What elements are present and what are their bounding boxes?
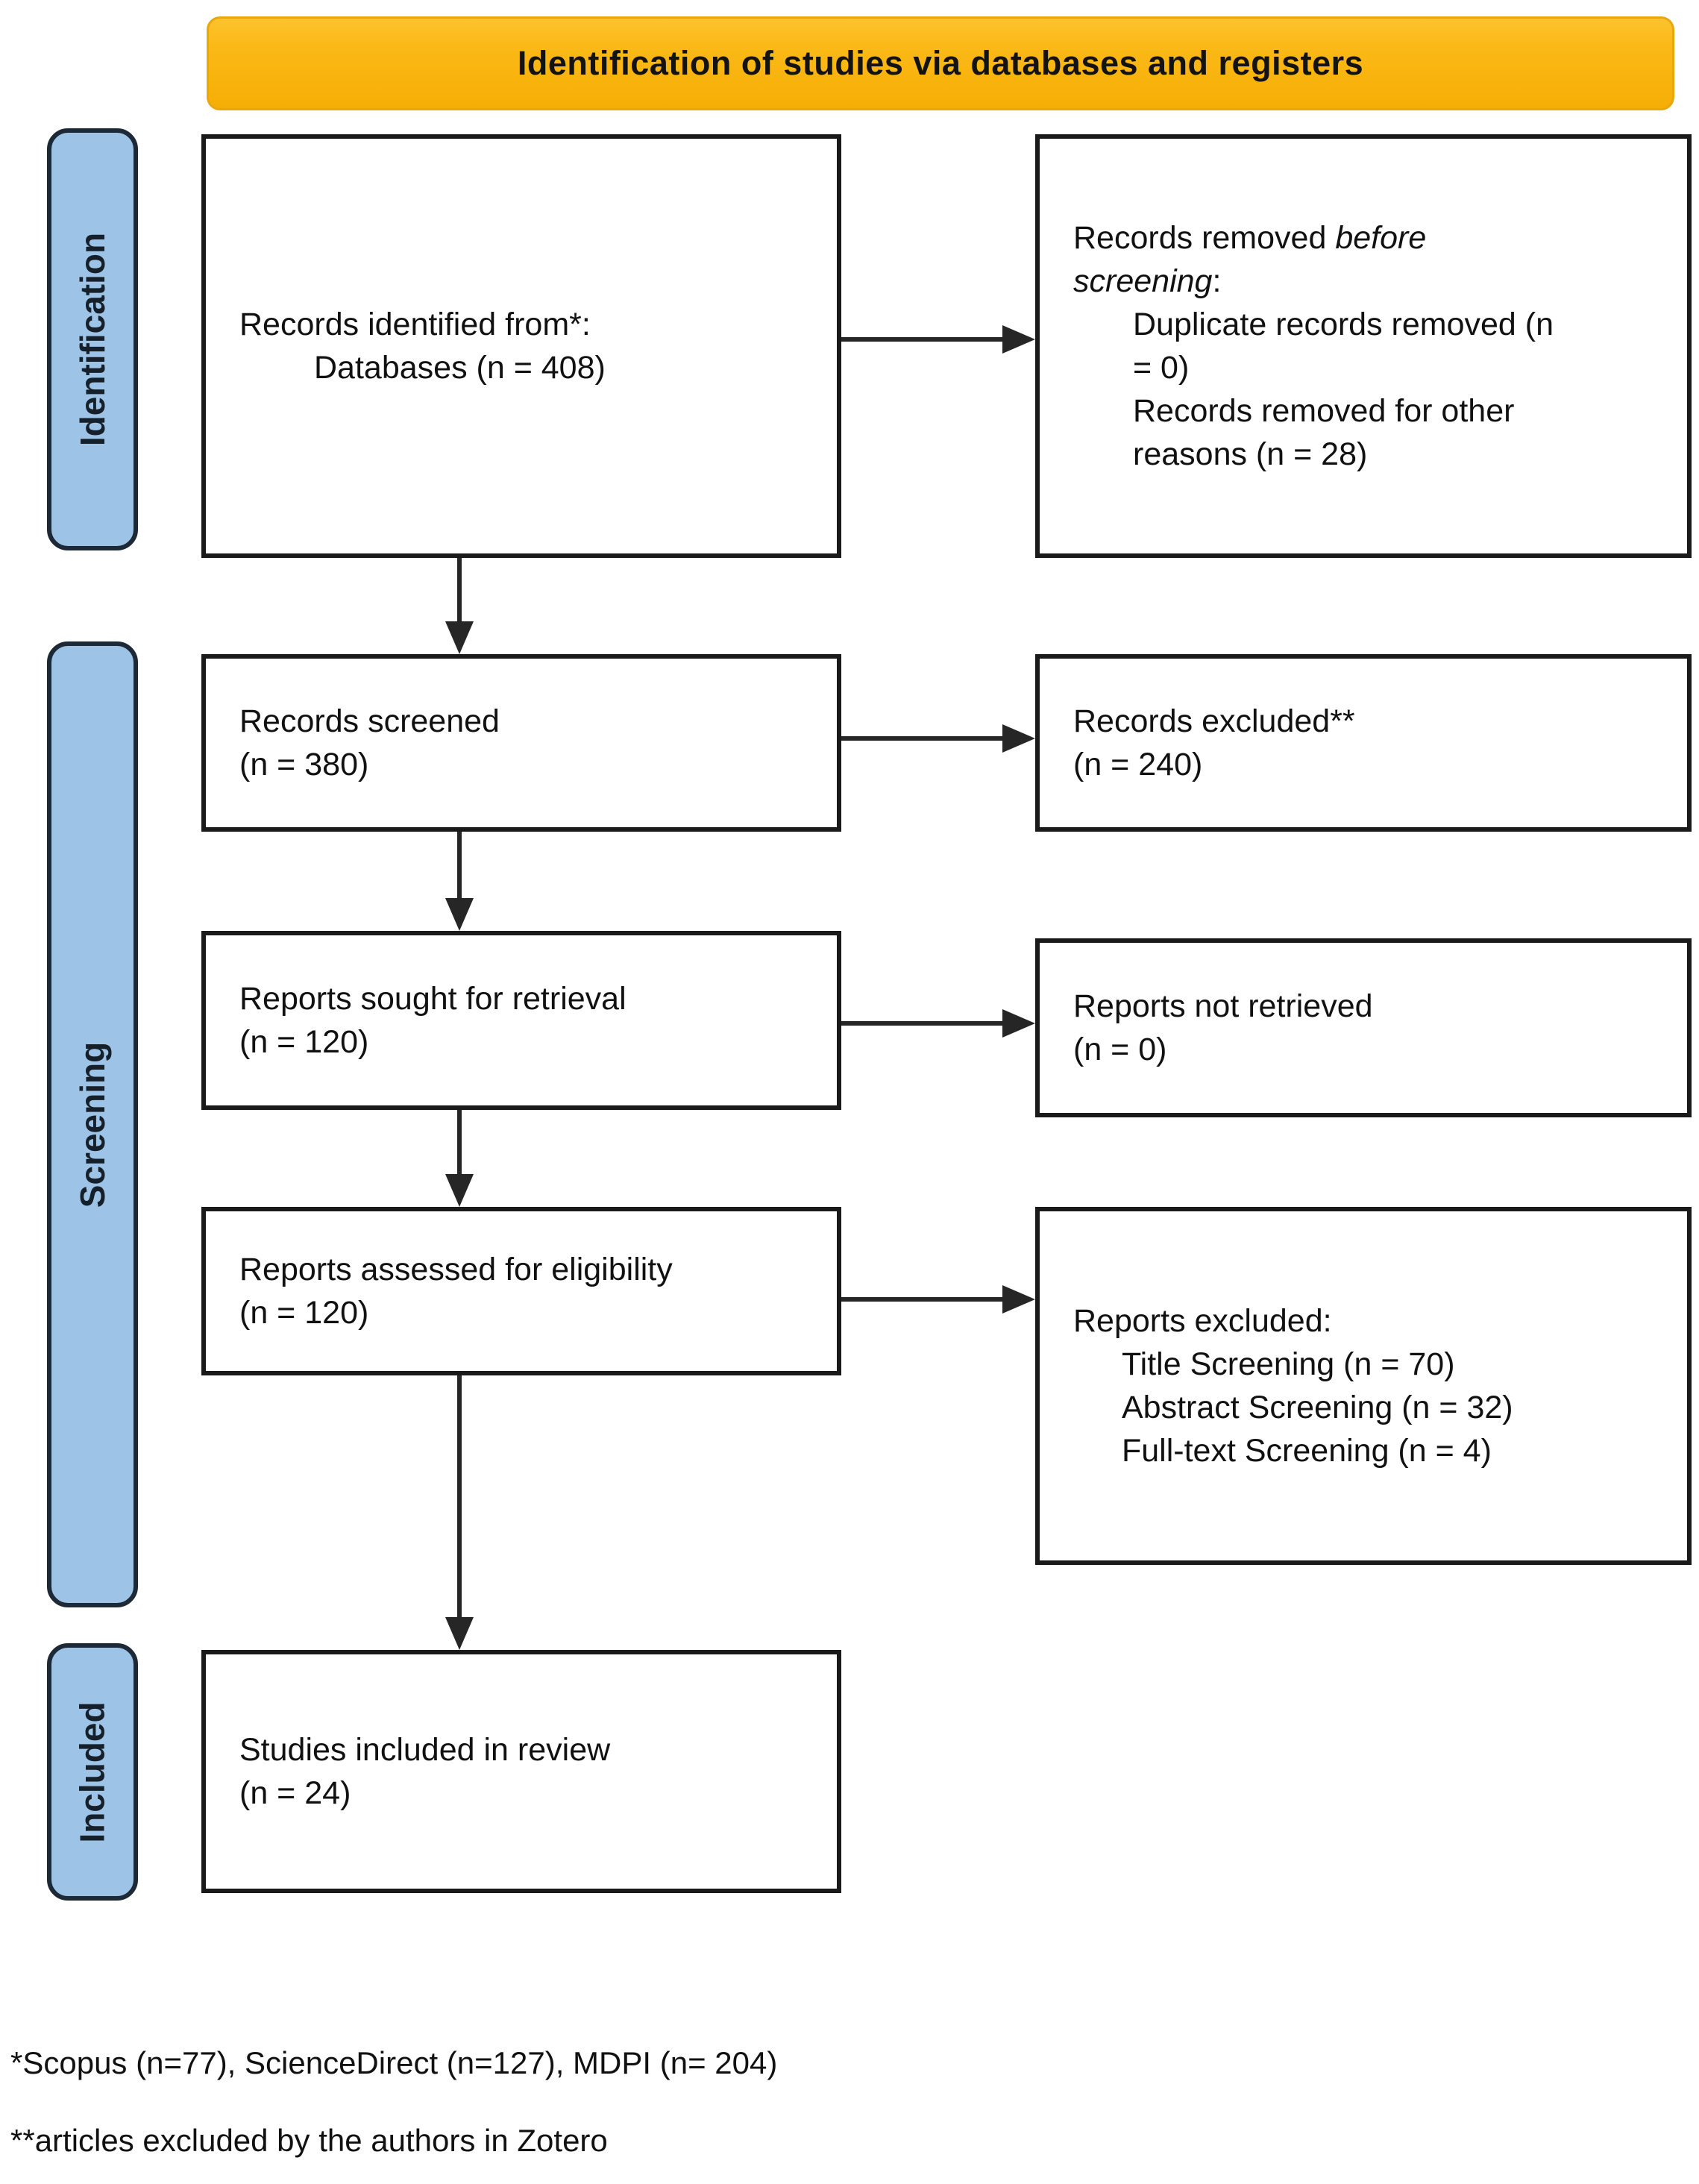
box-records-excluded: Records excluded** (n = 240) — [1035, 654, 1692, 832]
stage-bar-included: Included — [47, 1643, 138, 1901]
arrow-line — [457, 1375, 462, 1619]
box-line: (n = 24) — [239, 1775, 351, 1811]
arrowhead-down-icon — [445, 621, 474, 654]
box-line: Title Screening (n = 70) — [1122, 1346, 1455, 1382]
box-line: Duplicate records removed (n — [1133, 307, 1554, 342]
arrowhead-right-icon — [1002, 325, 1035, 354]
box-studies-included: Studies included in review (n = 24) — [201, 1650, 841, 1893]
footnote-exclusions: **articles excluded by the authors in Zo… — [10, 2123, 608, 2158]
arrowhead-down-icon — [445, 898, 474, 931]
box-reports-sought: Reports sought for retrieval (n = 120) — [201, 931, 841, 1110]
arrow-line — [841, 1297, 1002, 1302]
box-line: Reports not retrieved — [1073, 988, 1373, 1024]
box-line: Records removed before — [1073, 220, 1427, 256]
box-line: Records removed for other — [1133, 393, 1515, 429]
footnote-databases: *Scopus (n=77), ScienceDirect (n=127), M… — [10, 2045, 778, 2080]
box-line: Full-text Screening (n = 4) — [1122, 1433, 1492, 1469]
stage-label-screening: Screening — [73, 1041, 113, 1208]
arrow-line — [457, 832, 462, 900]
stage-bar-screening: Screening — [47, 641, 138, 1607]
arrowhead-right-icon — [1002, 1009, 1035, 1038]
box-reports-not-retrieved: Reports not retrieved (n = 0) — [1035, 938, 1692, 1117]
box-line: Reports excluded: — [1073, 1303, 1332, 1339]
arrowhead-right-icon — [1002, 724, 1035, 753]
box-line: Studies included in review — [239, 1732, 611, 1768]
box-line: Records excluded** — [1073, 703, 1355, 739]
banner-title: Identification of studies via databases … — [517, 44, 1364, 82]
box-records-identified: Records identified from*: Databases (n =… — [201, 134, 841, 558]
arrowhead-down-icon — [445, 1617, 474, 1650]
box-line: (n = 120) — [239, 1295, 369, 1331]
box-line: Records identified from*: — [239, 307, 591, 342]
box-line: Reports sought for retrieval — [239, 981, 626, 1017]
box-reports-excluded: Reports excluded: Title Screening (n = 7… — [1035, 1207, 1692, 1565]
arrow-line — [841, 1021, 1002, 1026]
arrow-line — [841, 736, 1002, 741]
arrowhead-down-icon — [445, 1174, 474, 1207]
box-records-screened: Records screened (n = 380) — [201, 654, 841, 832]
box-line: Databases (n = 408) — [314, 350, 606, 386]
stage-bar-identification: Identification — [47, 128, 138, 550]
box-line: Records screened — [239, 703, 500, 739]
box-records-removed: Records removed before screening: Duplic… — [1035, 134, 1692, 558]
arrow-line — [457, 558, 462, 623]
box-line: reasons (n = 28) — [1133, 436, 1368, 472]
arrowhead-right-icon — [1002, 1285, 1035, 1314]
stage-label-identification: Identification — [73, 232, 113, 447]
box-line: screening: — [1073, 263, 1222, 299]
box-line: (n = 120) — [239, 1024, 369, 1060]
arrow-line — [457, 1110, 462, 1176]
arrow-line — [841, 337, 1002, 342]
box-reports-assessed: Reports assessed for eligibility (n = 12… — [201, 1207, 841, 1375]
box-line: (n = 0) — [1073, 1032, 1167, 1067]
stage-label-included: Included — [73, 1701, 112, 1843]
box-line: Reports assessed for eligibility — [239, 1252, 673, 1287]
box-line: (n = 240) — [1073, 747, 1203, 782]
banner: Identification of studies via databases … — [207, 16, 1674, 110]
box-line: = 0) — [1133, 350, 1190, 386]
box-line: (n = 380) — [239, 747, 369, 782]
box-line: Abstract Screening (n = 32) — [1122, 1390, 1513, 1425]
